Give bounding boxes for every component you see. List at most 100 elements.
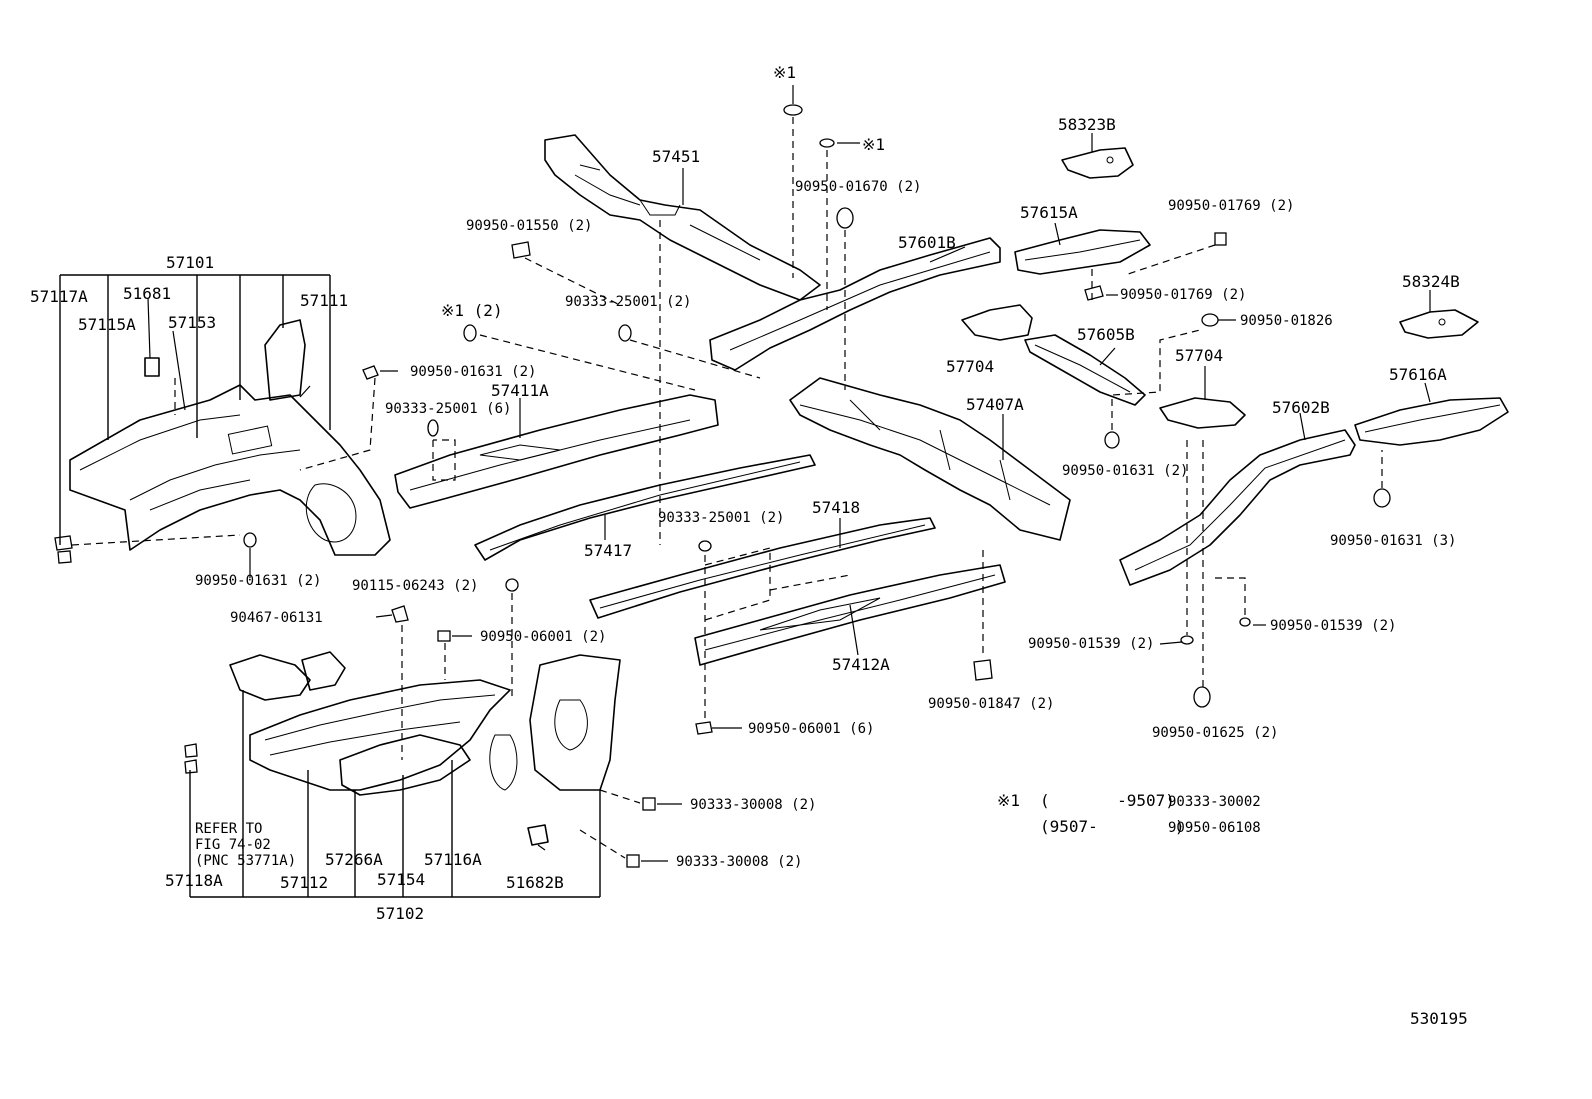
plug-90950-01670 bbox=[836, 207, 854, 229]
dashed-lines bbox=[71, 117, 1383, 859]
clip-90467-06131 bbox=[391, 605, 409, 623]
label-90950-01539-b: 90950-01539 (2) bbox=[1270, 618, 1396, 634]
label-58324B: 58324B bbox=[1402, 272, 1460, 291]
label-57616A: 57616A bbox=[1389, 365, 1447, 384]
label-57116A: 57116A bbox=[424, 850, 482, 869]
label-90950-01769-a: 90950-01769 (2) bbox=[1168, 198, 1294, 214]
label-57111: 57111 bbox=[300, 291, 348, 310]
label-57153: 57153 bbox=[168, 313, 216, 332]
footnote-range-1: ( -9507) bbox=[1040, 791, 1175, 810]
label-57117A: 57117A bbox=[30, 287, 88, 306]
label-57601B: 57601B bbox=[898, 233, 956, 252]
part-57101-drawing bbox=[69, 319, 391, 556]
label-90333-30008-a: 90333-30008 (2) bbox=[690, 797, 816, 813]
plug-90950-01625 bbox=[1193, 686, 1211, 708]
plug-90950-01769-a bbox=[1214, 232, 1227, 246]
part-57704a-drawing bbox=[961, 304, 1033, 341]
refer-note: REFER TO FIG 74-02 (PNC 53771A) bbox=[195, 821, 296, 869]
label-90950-01539-a: 90950-01539 (2) bbox=[1028, 636, 1154, 652]
label-90950-01847: 90950-01847 (2) bbox=[928, 696, 1054, 712]
part-57407A-drawing bbox=[789, 377, 1071, 541]
label-90950-01625: 90950-01625 (2) bbox=[1152, 725, 1278, 741]
clip-57118A-b bbox=[184, 759, 198, 774]
label-57407A: 57407A bbox=[966, 395, 1024, 414]
part-57451-drawing bbox=[544, 134, 821, 301]
label-57412A: 57412A bbox=[832, 655, 890, 674]
label-57101: 57101 bbox=[166, 253, 214, 272]
label-90467-06131: 90467-06131 bbox=[230, 610, 323, 626]
part-57418-drawing bbox=[589, 517, 936, 619]
label-star1-top: ※1 bbox=[773, 63, 796, 82]
label-90950-01769-b: 90950-01769 (2) bbox=[1120, 287, 1246, 303]
label-90950-01826: 90950-01826 bbox=[1240, 313, 1333, 329]
plug-90333-25001-2b bbox=[698, 540, 712, 552]
part-57605B-drawing bbox=[1024, 334, 1146, 406]
label-90333-25001-6: 90333-25001 (6) bbox=[385, 401, 511, 417]
plug-90950-01539-a bbox=[1180, 635, 1194, 645]
part-51682B-drawing bbox=[527, 824, 549, 846]
part-57616A-drawing bbox=[1354, 397, 1509, 446]
plug-90950-06001-6 bbox=[695, 721, 713, 735]
plug-90950-01769-b bbox=[1084, 285, 1104, 301]
footnote-range-2: (9507- ) bbox=[1040, 817, 1185, 836]
footnote-part-1: 90333-30002 bbox=[1168, 794, 1261, 810]
label-51681: 51681 bbox=[123, 284, 171, 303]
label-90950-01550: 90950-01550 (2) bbox=[466, 218, 592, 234]
label-57102: 57102 bbox=[376, 904, 424, 923]
refer-note-line-1: REFER TO bbox=[195, 821, 262, 837]
label-57704b: 57704 bbox=[1175, 346, 1223, 365]
part-57704b-drawing bbox=[1159, 397, 1246, 429]
bolt-90115-06243 bbox=[505, 578, 519, 592]
label-57602B: 57602B bbox=[1272, 398, 1330, 417]
label-57605B: 57605B bbox=[1077, 325, 1135, 344]
diagram-id: 530195 bbox=[1410, 1009, 1468, 1028]
label-90950-01631-2b: 90950-01631 (2) bbox=[195, 573, 321, 589]
part-57601B-drawing bbox=[709, 237, 1001, 371]
clip-57117A-a bbox=[54, 535, 73, 551]
label-57266A: 57266A bbox=[325, 850, 383, 869]
part-labels: 57101 57117A 51681 57115A 57153 57111 ※1… bbox=[30, 63, 1460, 923]
fasteners bbox=[54, 104, 1391, 868]
label-90950-01670: 90950-01670 (2) bbox=[795, 179, 921, 195]
label-57118A: 57118A bbox=[165, 871, 223, 890]
plug-90333-30008-a bbox=[642, 797, 656, 811]
footnote-mark: ※1 bbox=[997, 791, 1020, 810]
clip-57117A-b bbox=[57, 550, 72, 564]
label-57615A: 57615A bbox=[1020, 203, 1078, 222]
part-51681-drawing bbox=[144, 357, 160, 377]
label-51682B: 51682B bbox=[506, 873, 564, 892]
refer-note-line-3: (PNC 53771A) bbox=[195, 853, 296, 869]
part-57417-drawing bbox=[474, 454, 816, 561]
label-57154: 57154 bbox=[377, 870, 425, 889]
plug-90950-01631-2b bbox=[243, 532, 257, 548]
part-58324B-drawing bbox=[1399, 309, 1479, 339]
leader-lines bbox=[147, 85, 1431, 862]
plug-star1-left bbox=[463, 324, 477, 342]
label-57451: 57451 bbox=[652, 147, 700, 166]
label-90950-01631-c: 90950-01631 (2) bbox=[1062, 463, 1188, 479]
label-57418: 57418 bbox=[812, 498, 860, 517]
label-90333-25001-2b: 90333-25001 (2) bbox=[658, 510, 784, 526]
label-90950-01631-2a: 90950-01631 (2) bbox=[410, 364, 536, 380]
refer-note-line-2: FIG 74-02 bbox=[195, 837, 271, 853]
plug-90950-01631-3 bbox=[1373, 488, 1391, 508]
label-57417: 57417 bbox=[584, 541, 632, 560]
plug-90333-25001-2a bbox=[618, 324, 632, 342]
plug-90950-06001-2 bbox=[437, 630, 451, 642]
plug-90333-30008-b bbox=[626, 854, 640, 868]
label-star1-left: ※1 (2) bbox=[441, 301, 503, 320]
label-90333-25001-2a: 90333-25001 (2) bbox=[565, 294, 691, 310]
label-90950-06001-6: 90950-06001 (6) bbox=[748, 721, 874, 737]
label-57115A: 57115A bbox=[78, 315, 136, 334]
label-90115-06243: 90115-06243 (2) bbox=[352, 578, 478, 594]
clip-57118A-a bbox=[184, 743, 198, 758]
label-90333-30008-b: 90333-30008 (2) bbox=[676, 854, 802, 870]
grommet-mid bbox=[819, 138, 835, 148]
plug-90950-01631-2a bbox=[362, 365, 379, 380]
footnote-part-2: 90950-06108 bbox=[1168, 820, 1261, 836]
part-57412A-drawing bbox=[694, 564, 1006, 666]
grommet-top bbox=[783, 104, 803, 116]
plug-90333-25001-6 bbox=[427, 419, 439, 437]
label-90950-01631-3: 90950-01631 (3) bbox=[1330, 533, 1456, 549]
